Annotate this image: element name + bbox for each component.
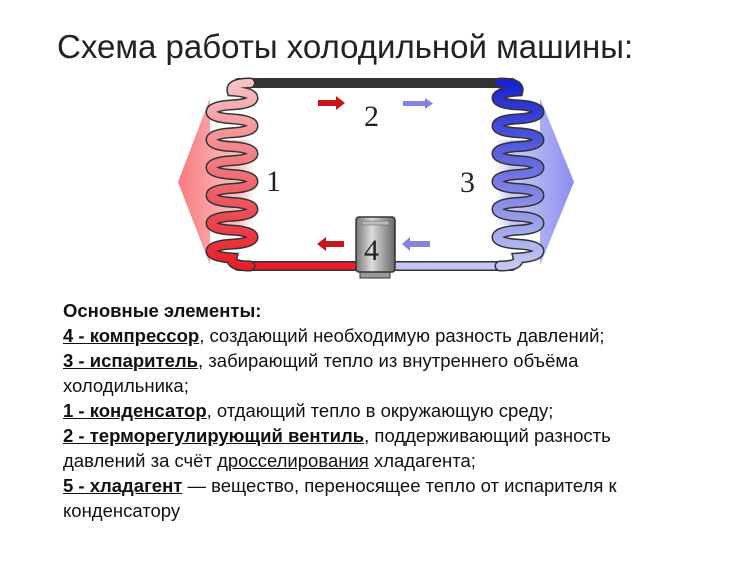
heat-out-arrow bbox=[178, 98, 255, 265]
term: 2 - терморегулирующий вентиль bbox=[63, 425, 365, 446]
term: 4 - компрессор bbox=[63, 325, 200, 346]
term: 5 - хладагент bbox=[63, 475, 183, 496]
throttling-link[interactable]: дросселирования bbox=[217, 450, 369, 471]
page-title: Схема работы холодильной машины: bbox=[57, 28, 634, 65]
compressor-icon bbox=[355, 216, 396, 279]
label-compressor: 4 bbox=[364, 234, 379, 267]
flow-arrow-cold-bottom-head bbox=[402, 237, 410, 251]
item-refrigerant: 5 - хладагент — вещество, переносящее те… bbox=[63, 473, 733, 498]
refrigeration-cycle-diagram: 1 2 3 4 bbox=[178, 77, 574, 279]
flow-arrow-hot-top-head bbox=[336, 96, 345, 110]
item-evaporator: 3 - испаритель, забирающий тепло из внут… bbox=[63, 348, 733, 373]
flow-arrow-cold-top-head bbox=[425, 98, 433, 109]
flow-arrow-hot-top bbox=[318, 100, 336, 106]
label-evaporator: 3 bbox=[460, 166, 475, 199]
flow-arrow-hot-bottom bbox=[326, 241, 344, 247]
condenser-coil bbox=[207, 79, 257, 270]
label-valve: 2 bbox=[364, 100, 379, 133]
desc: , забирающий тепло из внутреннего объёма bbox=[198, 350, 579, 371]
item-evaporator-cont: холодильника; bbox=[63, 375, 189, 396]
desc: , создающий необходимую разность давлени… bbox=[199, 325, 605, 346]
flow-arrow-cold-top bbox=[403, 101, 425, 106]
label-condenser: 1 bbox=[266, 165, 281, 198]
desc: , поддерживающий разность bbox=[364, 425, 611, 446]
desc: — вещество, переносящее тепло от испарит… bbox=[182, 475, 617, 496]
item-refrigerant-cont: конденсатору bbox=[63, 500, 181, 521]
item-valve-cont: давлений за счёт дросселирования хладаге… bbox=[63, 448, 733, 473]
item-valve: 2 - терморегулирующий вентиль, поддержив… bbox=[63, 423, 733, 448]
flow-arrow-hot-bottom-head bbox=[317, 237, 326, 251]
term: 3 - испаритель bbox=[63, 350, 199, 371]
desc: давлений за счёт bbox=[63, 450, 218, 471]
heat-in-arrow bbox=[495, 98, 574, 265]
desc: хладагента; bbox=[368, 450, 476, 471]
heading: Основные элементы: bbox=[63, 300, 262, 321]
item-compressor: 4 - компрессор, создающий необходимую ра… bbox=[63, 323, 733, 348]
desc: , отдающий тепло в окружающую среду; bbox=[206, 400, 554, 421]
evaporator-coil bbox=[493, 79, 543, 270]
elements-description: Основные элементы: 4 - компрессор, созда… bbox=[63, 298, 733, 523]
item-condenser: 1 - конденсатор, отдающий тепло в окружа… bbox=[63, 398, 733, 423]
term: 1 - конденсатор bbox=[63, 400, 207, 421]
flow-arrow-cold-bottom bbox=[410, 241, 430, 247]
